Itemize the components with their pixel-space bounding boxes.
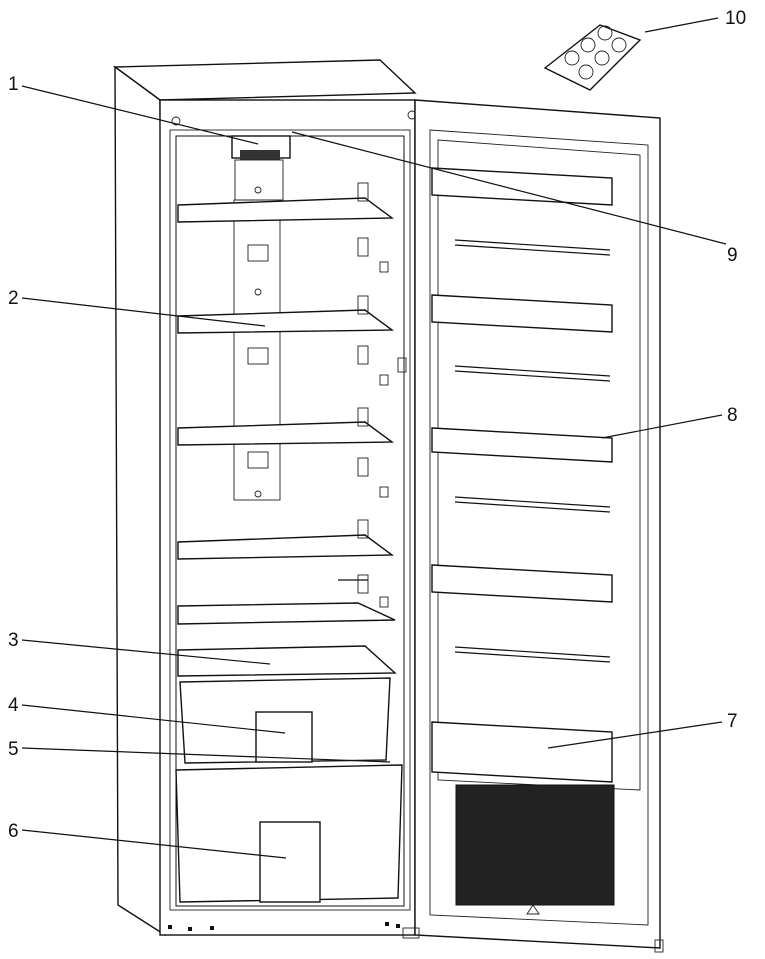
callout-labels: 1 2 3 4 5 6 7 8 9 10	[8, 8, 746, 842]
callout-8: 8	[727, 405, 738, 426]
callout-10: 10	[725, 8, 746, 29]
leader-lines	[21, 17, 727, 859]
leader-6	[21, 829, 287, 859]
leader-2	[21, 297, 266, 327]
leader-5	[21, 747, 391, 763]
glass-shelves	[177, 197, 395, 560]
rear-column	[233, 186, 281, 501]
callout-2: 2	[8, 288, 19, 309]
callout-5: 5	[8, 739, 19, 760]
leader-3	[21, 639, 271, 665]
callout-1: 1	[8, 74, 19, 95]
callout-7: 7	[727, 711, 738, 732]
lower-crisper	[175, 764, 403, 903]
upper-crisper	[179, 677, 391, 764]
egg-tray	[543, 24, 642, 91]
leader-1	[21, 85, 259, 145]
callout-4: 4	[8, 695, 19, 716]
door-logo	[526, 904, 540, 915]
callout-9: 9	[727, 245, 738, 266]
callout-6: 6	[8, 821, 19, 842]
callout-3: 3	[8, 630, 19, 651]
leader-4	[21, 704, 286, 734]
leader-7	[547, 721, 723, 749]
door-balconies	[431, 167, 613, 783]
base	[168, 922, 400, 931]
door-grille	[455, 784, 615, 906]
shelf-supports	[338, 182, 407, 608]
leader-10	[644, 17, 719, 33]
crisper-cover	[177, 602, 397, 677]
leader-9	[291, 131, 727, 245]
leader-8	[601, 414, 723, 439]
